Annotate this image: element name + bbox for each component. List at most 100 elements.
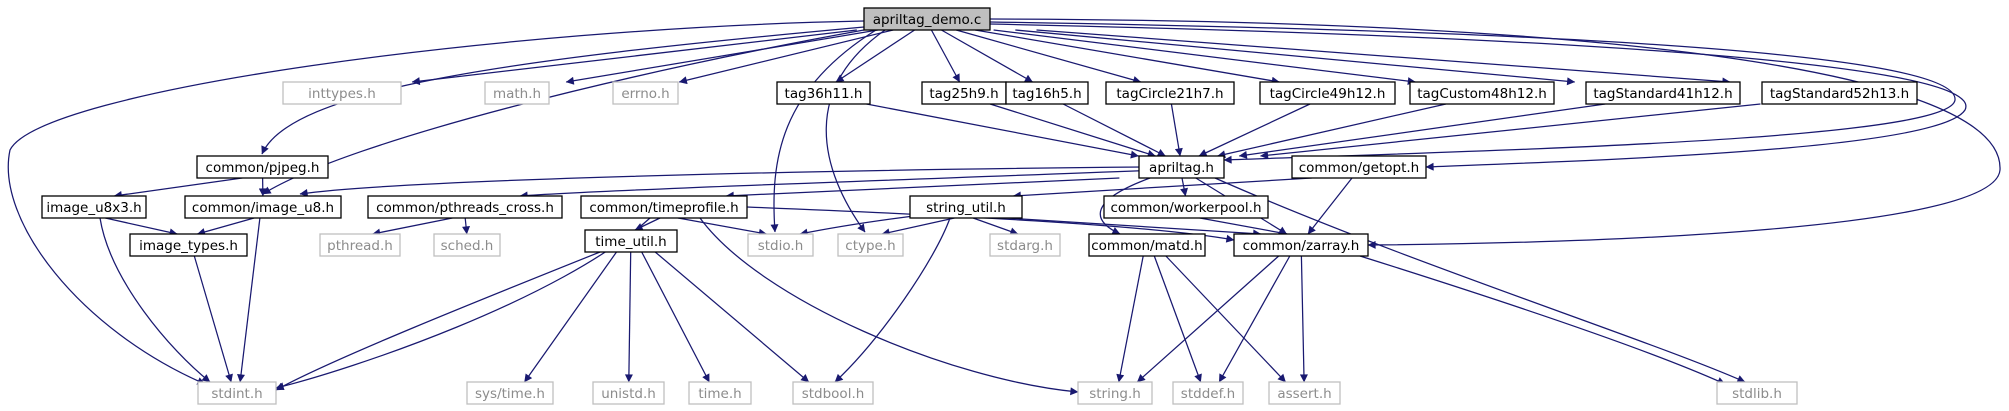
file-node-box [837, 233, 904, 257]
file-node-label: sched.h [441, 238, 494, 254]
file-node-label: apriltag_demo.c [873, 12, 982, 28]
file-node-box [129, 233, 248, 257]
file-node-pthread-h: pthread.h [319, 233, 401, 257]
file-node-box [1138, 155, 1225, 179]
file-node-common-image-u8-h[interactable]: common/image_u8.h [184, 195, 342, 219]
file-node-tagCustom48h12-h[interactable]: tagCustom48h12.h [1409, 81, 1555, 105]
edge-apriltag_demo_c-to-common_getopt_h [989, 23, 1967, 171]
file-node-box [367, 195, 563, 219]
file-node-label: common/zarray.h [1243, 238, 1360, 254]
include-edge [974, 29, 1280, 85]
file-node-label: stdbool.h [802, 386, 865, 402]
file-node-box [1409, 81, 1555, 105]
file-node-label: image_u8x3.h [46, 200, 141, 216]
edge-time_util_h-to-unistd_h [624, 251, 633, 383]
file-node-label: errno.h [621, 86, 669, 102]
file-node-box [41, 195, 147, 219]
file-node-label: stdarg.h [997, 238, 1053, 254]
file-node-label: common/pthreads_cross.h [376, 200, 554, 216]
file-node-label: tagStandard41h12.h [1593, 86, 1732, 102]
file-node-label: sys/time.h [475, 386, 545, 402]
include-edge [411, 29, 857, 86]
file-node-box [433, 233, 501, 257]
edge-time_util_h-to-sys_time_h [523, 251, 618, 383]
file-node-box [584, 229, 678, 253]
edge-apriltag_demo_c-to-inttypes_h [411, 29, 857, 86]
file-node-tag36h11-h[interactable]: tag36h11.h [776, 81, 871, 105]
include-edge [624, 251, 633, 383]
file-node-string-util-h[interactable]: string_util.h [909, 195, 1023, 219]
include-edge [989, 103, 1156, 158]
include-edge [677, 217, 767, 237]
edge-apriltag_demo_c-to-tag25h9_h [930, 29, 961, 83]
include-edge [1153, 255, 1202, 383]
include-edge [989, 18, 2001, 249]
edge-apriltag_demo_c-to-errno_h [678, 29, 894, 85]
edge-common_pthreads_cross_h-to-pthread_h [372, 217, 453, 237]
file-node-label: unistd.h [601, 386, 656, 402]
include-edge [105, 217, 178, 237]
file-node-sys-time-h: sys/time.h [466, 381, 554, 405]
file-node-box [1105, 81, 1235, 105]
file-node-errno-h: errno.h [612, 81, 679, 105]
edge-apriltag_demo_c-to-stdint_h [7, 20, 865, 385]
file-node-label: common/getopt.h [1299, 160, 1420, 176]
file-node-image-types-h[interactable]: image_types.h [129, 233, 248, 257]
file-node-image-u8x3-h[interactable]: image_u8x3.h [41, 195, 147, 219]
file-node-inttypes-h: inttypes.h [282, 81, 402, 105]
file-node-box [792, 381, 874, 405]
include-edge [989, 21, 1956, 164]
edge-common_matd_h-to-assert_h [1165, 255, 1287, 383]
file-node-box [282, 81, 402, 105]
file-node-apriltag-h[interactable]: apriltag.h [1138, 155, 1225, 179]
include-edge [237, 217, 261, 383]
edge-common_pjpeg_h-to-image_u8x3_h [113, 177, 243, 199]
file-node-common-workerpool-h[interactable]: common/workerpool.h [1103, 195, 1269, 219]
include-edge [462, 217, 471, 235]
file-node-tagStandard52h13-h[interactable]: tagStandard52h13.h [1761, 81, 1918, 105]
edge-apriltag_demo_c-to-tagStandard52h13_h [1036, 29, 1731, 86]
file-node-tagCircle21h7-h[interactable]: tagCircle21h7.h [1105, 81, 1235, 105]
include-edge [1165, 255, 1287, 383]
edge-apriltag_h-to-common_image_u8_h [299, 166, 1151, 197]
file-node-label: image_types.h [139, 238, 238, 254]
edge-apriltag_demo_c-to-tag16h5_h [941, 29, 1033, 83]
file-node-box [1268, 381, 1341, 405]
file-node-box [1291, 155, 1427, 179]
file-node-common-timeprofile-h[interactable]: common/timeprofile.h [580, 195, 748, 219]
file-node-tagStandard41h12-h[interactable]: tagStandard41h12.h [1585, 81, 1741, 105]
edge-apriltag_demo_c-to-tag36h11_h [835, 29, 915, 83]
file-node-label: stddef.h [1181, 386, 1235, 402]
file-node-common-pthreads-cross-h[interactable]: common/pthreads_cross.h [367, 195, 563, 219]
include-edge [197, 217, 255, 236]
include-edge [1180, 177, 1188, 197]
file-node-tag16h5-h[interactable]: tag16h5.h [1005, 81, 1089, 105]
include-edge [654, 251, 810, 383]
file-node-sched-h: sched.h [433, 233, 501, 257]
file-node-label: math.h [493, 86, 541, 102]
file-node-common-matd-h[interactable]: common/matd.h [1088, 233, 1206, 257]
edge-time_util_h-to-time_h [641, 251, 710, 383]
include-edge [1359, 255, 1726, 385]
include-edge [7, 20, 865, 385]
file-node-common-getopt-h[interactable]: common/getopt.h [1291, 155, 1427, 179]
file-node-label: inttypes.h [308, 86, 376, 102]
edge-apriltag_h-to-common_timeprofile_h [725, 177, 1120, 200]
file-node-tagCircle49h12-h[interactable]: tagCircle49h12.h [1259, 81, 1396, 105]
edge-apriltag_demo_c-to-apriltag_h [989, 21, 1956, 164]
file-node-label: tag36h11.h [785, 86, 863, 102]
include-edge [699, 217, 1079, 396]
include-edge [1012, 177, 1312, 200]
include-edge [1062, 103, 1166, 157]
include-edge [1299, 255, 1308, 383]
file-node-tag25h9-h[interactable]: tag25h9.h [921, 81, 1007, 105]
file-node-common-pjpeg-h[interactable]: common/pjpeg.h [196, 155, 329, 179]
file-node-stddef-h: stddef.h [1172, 381, 1244, 405]
file-node-math-h: math.h [484, 81, 550, 105]
file-node-label: tagCustom48h12.h [1417, 86, 1547, 102]
file-node-apriltag-demo-c[interactable]: apriltag_demo.c [863, 7, 991, 31]
file-node-label: common/workerpool.h [1110, 200, 1261, 216]
file-node-box [1716, 381, 1798, 405]
file-node-common-zarray-h[interactable]: common/zarray.h [1233, 233, 1369, 257]
file-node-time-util-h[interactable]: time_util.h [584, 229, 678, 253]
